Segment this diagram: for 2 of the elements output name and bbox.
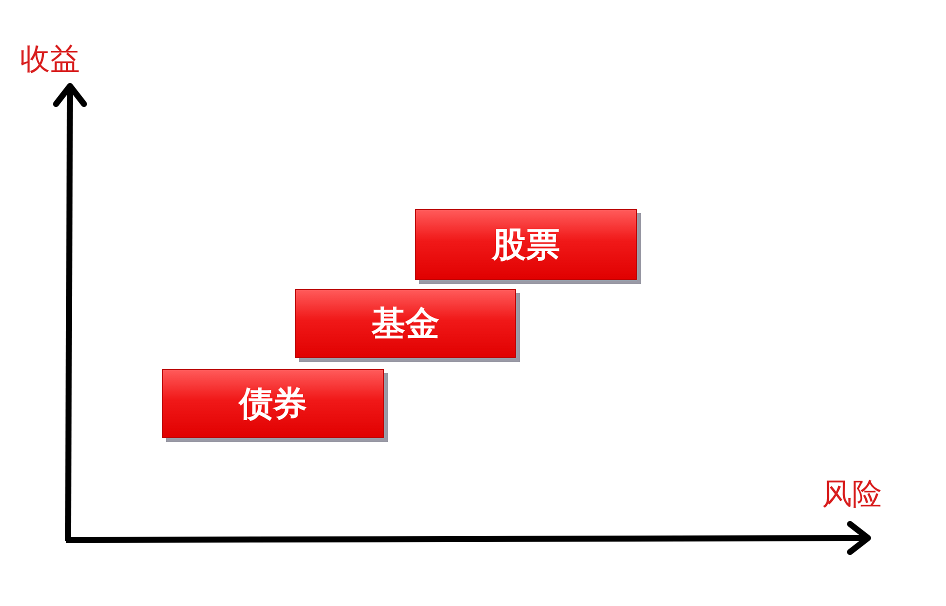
- y-axis-label: 收益: [20, 45, 80, 75]
- x-axis-label: 风险: [822, 480, 882, 510]
